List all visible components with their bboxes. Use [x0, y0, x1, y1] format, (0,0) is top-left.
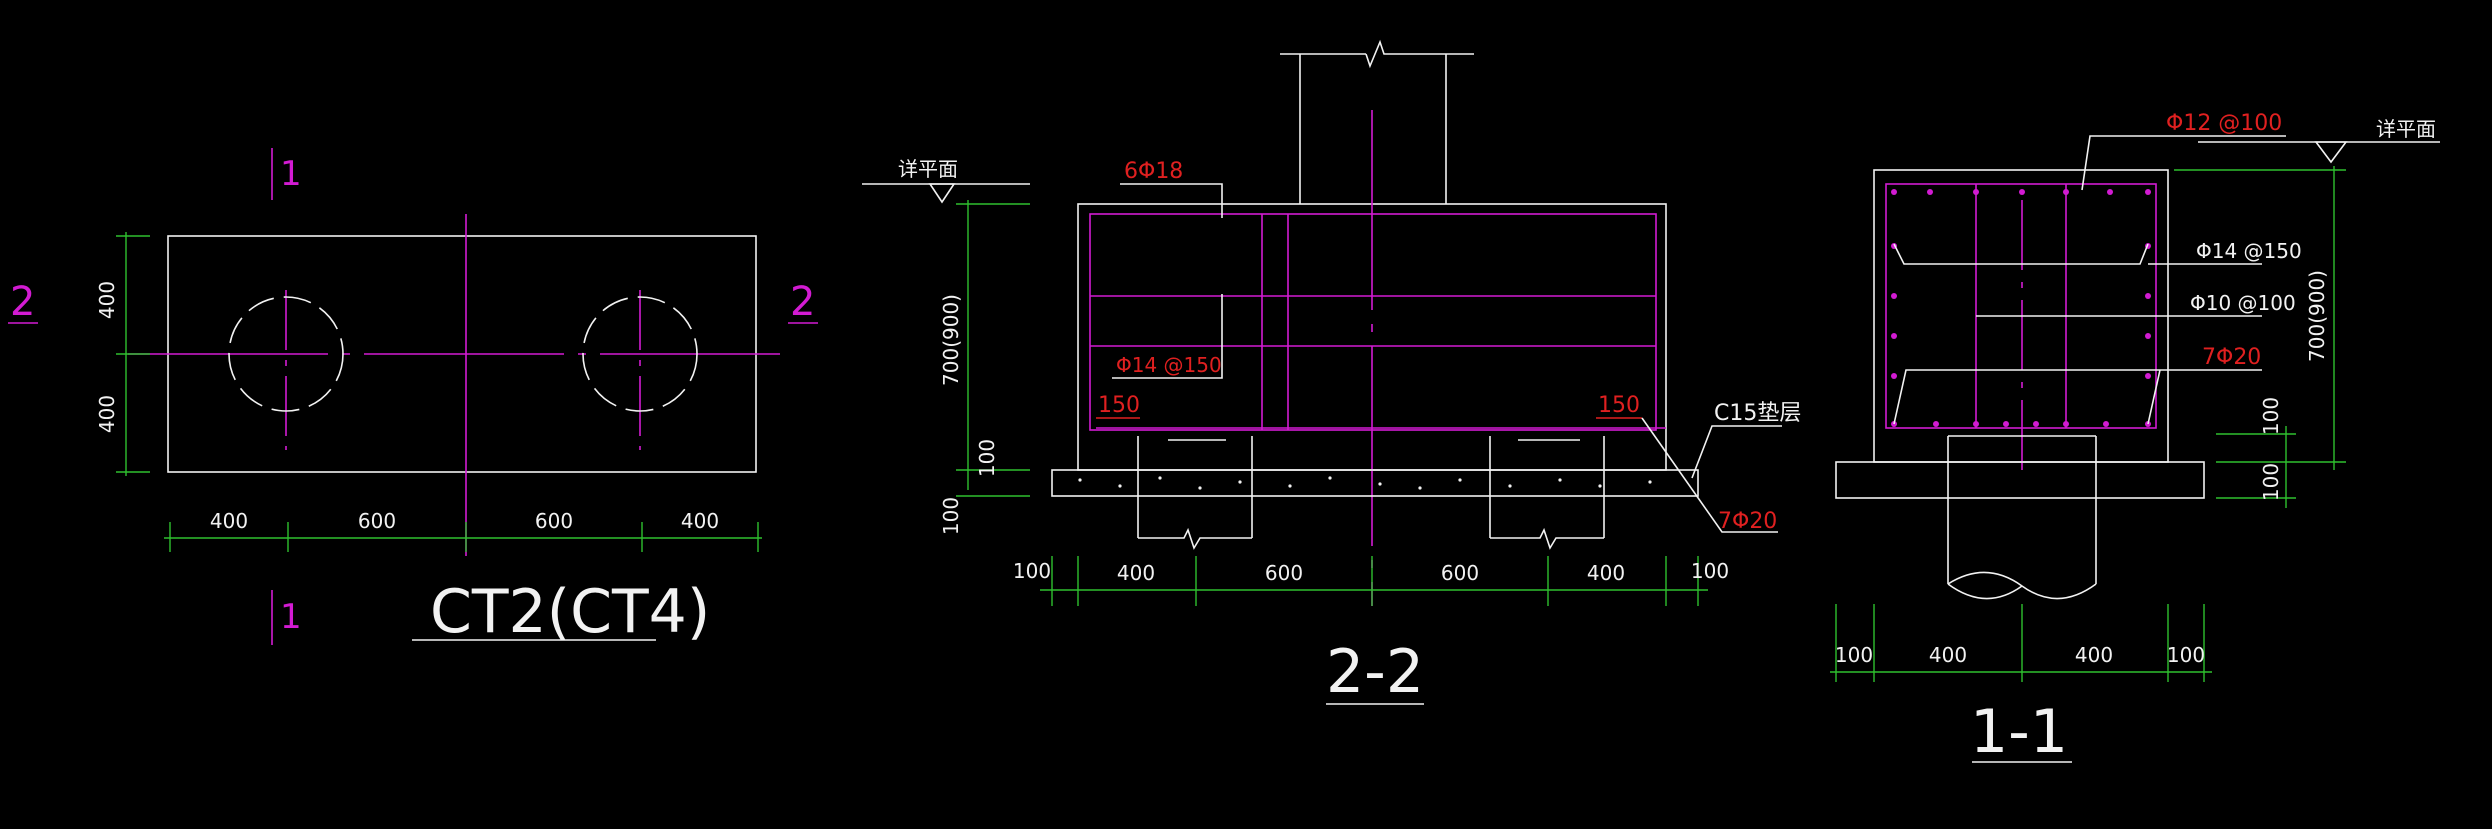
cushion-thk2-label-22: 100 [939, 497, 963, 535]
section-2-2: 详平面 700(900) 100 100 6Φ18 Φ14 @150 150 1… [862, 39, 1801, 707]
elevation-triangle-11 [2314, 141, 2348, 164]
plan-view: 1 1 2 2 400 400 400 600 600 400 CT2(CT4) [8, 148, 818, 647]
side-bars-label-11: Φ14 @150 [2196, 239, 2302, 263]
stirrups-leader-22 [1112, 294, 1223, 379]
hdim-11-2: 400 [1929, 643, 1967, 667]
plan-dim-h-1: 400 [210, 509, 248, 533]
cushion-hatch-22 [1078, 476, 1652, 490]
elevation-label-22: 详平面 [898, 157, 958, 181]
stirrups-label-22: Φ14 @150 [1116, 353, 1222, 377]
side-right-label-22: 150 [1598, 393, 1640, 418]
top-bars-label-11: Φ12 @100 [2166, 111, 2282, 136]
section-1-1: Φ12 @100 Φ14 @150 Φ10 @100 7Φ20 详平面 700(… [1830, 111, 2440, 767]
section-2-label-right: 2 [790, 279, 815, 325]
section-11-title: 1-1 [1970, 697, 2068, 767]
plan-dim-h-3: 600 [535, 509, 573, 533]
hdim-22-1: 100 [1013, 559, 1051, 583]
pile-right [582, 296, 698, 412]
section-22-title: 2-2 [1326, 637, 1424, 707]
plan-dim-h-2: 600 [358, 509, 396, 533]
cushion-thk-label-11: 100 [2259, 397, 2283, 435]
bottom-bars-leader-11 [1893, 369, 2262, 425]
hdim-22-5: 400 [1587, 561, 1625, 585]
bottom-bars-leader-22 [1641, 417, 1778, 533]
section-2-label-left: 2 [10, 279, 35, 325]
tie-bars-label-11: Φ10 @100 [2190, 291, 2296, 315]
plan-title: CT2(CT4) [430, 577, 710, 647]
side-left-label-22: 150 [1098, 393, 1140, 418]
plan-dim-v-1: 400 [95, 281, 119, 319]
bottom-bars-label-11: 7Φ20 [2202, 345, 2261, 370]
pile-11-break-top [1947, 571, 2097, 600]
hdim-22-3: 600 [1265, 561, 1303, 585]
cushion-label-22: C15垫层 [1714, 401, 1801, 426]
plan-dim-v-2: 400 [95, 395, 119, 433]
section-1-label-top: 1 [280, 154, 302, 194]
cushion-thk-label-22: 100 [975, 439, 999, 477]
cushion-22 [1051, 469, 1699, 497]
pile-11-break-bottom [1947, 583, 2023, 600]
pile-left [228, 296, 344, 412]
section-1-label-bottom: 1 [280, 597, 302, 637]
rebar-dots-11 [1891, 189, 2151, 427]
elevation-label-11: 详平面 [2376, 117, 2436, 141]
rebar-cage-11 [1885, 183, 2157, 429]
elevation-triangle-22 [928, 183, 956, 204]
rebar-cage-22 [1089, 213, 1657, 431]
plan-dim-h-4: 400 [681, 509, 719, 533]
column-break-line [1365, 39, 1474, 69]
hdim-22-2: 400 [1117, 561, 1155, 585]
top-bars-label-22: 6Φ18 [1124, 159, 1183, 184]
hdim-22-4: 600 [1441, 561, 1479, 585]
cushion-11 [1835, 461, 2205, 499]
height-label-22: 700(900) [939, 294, 963, 386]
bottom-bars-label-22: 7Φ20 [1718, 509, 1777, 534]
bottom-bars-leader-11b [2147, 369, 2161, 425]
side-bars-leader-11 [1893, 243, 2149, 265]
hdim-11-1: 100 [1835, 643, 1873, 667]
pile-right-22-break [1490, 527, 1604, 550]
hdim-11-4: 100 [2167, 643, 2205, 667]
cushion-thk2-label-11: 100 [2259, 463, 2283, 501]
top-bars-leader-22 [1120, 183, 1223, 218]
hdim-22-6: 100 [1691, 559, 1729, 583]
cushion-leader-22 [1691, 425, 1782, 479]
height-label-11: 700(900) [2305, 270, 2329, 362]
hdim-11-3: 400 [2075, 643, 2113, 667]
pile-left-22-break [1138, 527, 1252, 550]
top-bars-leader-11 [2081, 135, 2286, 191]
